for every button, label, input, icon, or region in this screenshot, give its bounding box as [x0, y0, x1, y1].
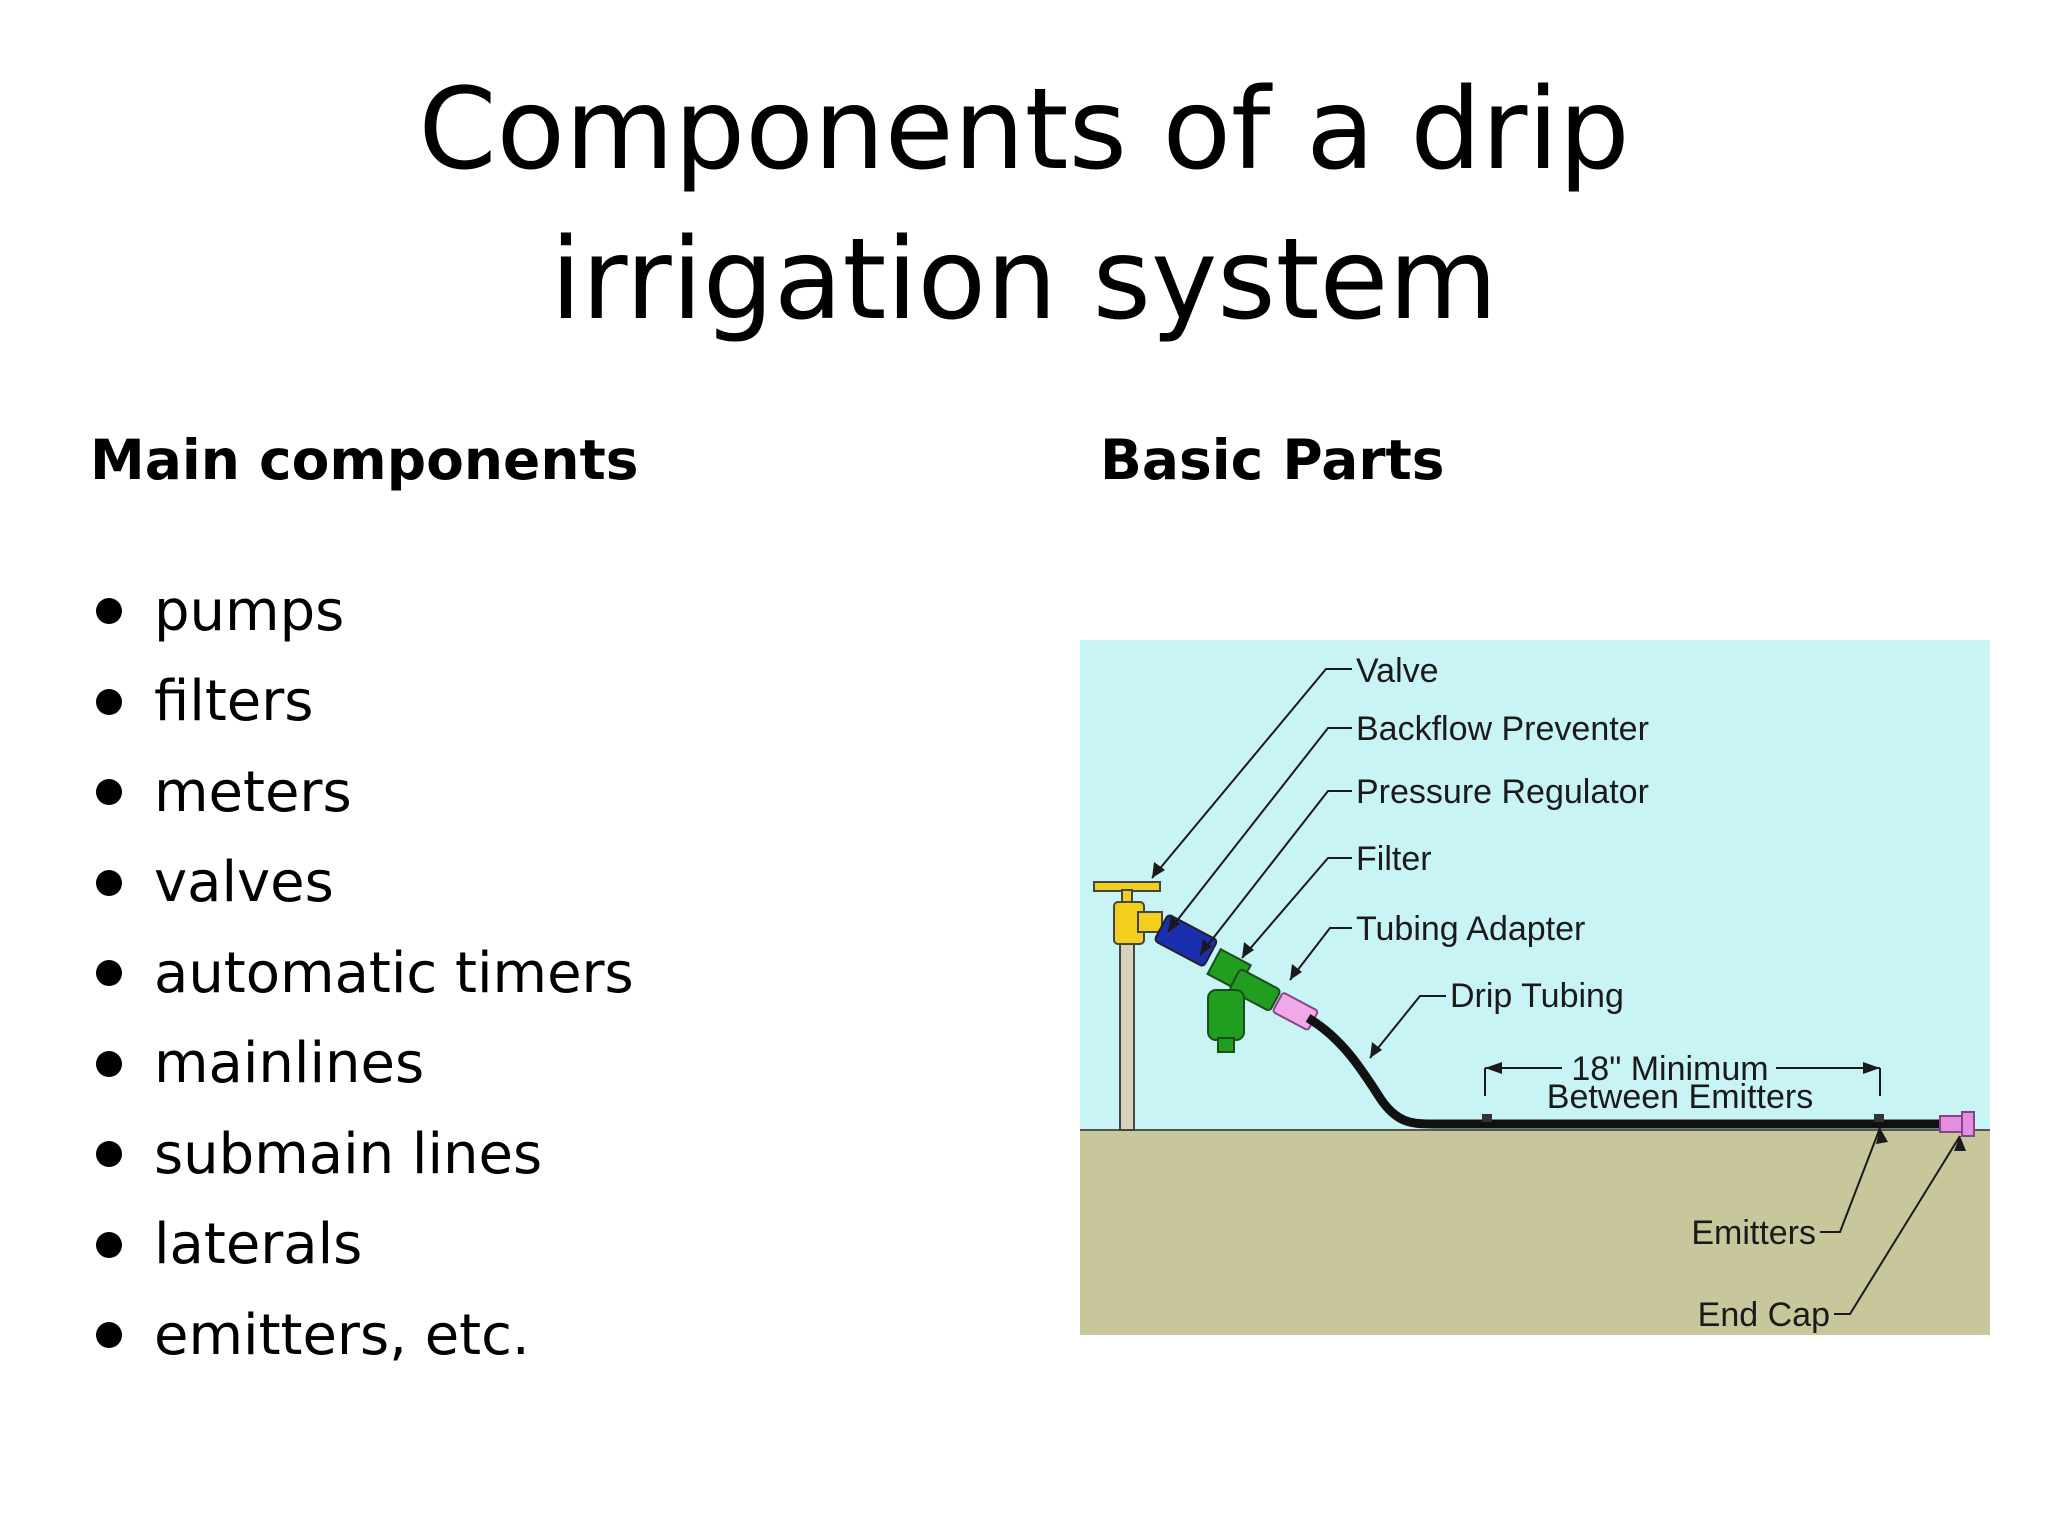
- list-item-text: emitters, etc.: [154, 1302, 530, 1368]
- list-item-text: valves: [154, 850, 334, 916]
- leader-lines: [1151, 668, 1961, 1315]
- drip-tubing-arrow: [1370, 1042, 1382, 1058]
- list-item: meters: [90, 747, 634, 838]
- tubing-adapter-label: Tubing Adapter: [1356, 910, 1585, 948]
- spacing-label-line2: Between Emitters: [1547, 1078, 1813, 1116]
- bullet-icon: [96, 1050, 122, 1077]
- filter-label: Filter: [1356, 840, 1432, 878]
- tubing-adapter-arrow: [1290, 964, 1302, 980]
- end-cap-arrow: [1954, 1136, 1966, 1151]
- slide-title: Components of a drip irrigation system: [0, 55, 2048, 355]
- pressure-regulator-leader: [1199, 790, 1352, 956]
- bullet-icon: [96, 779, 122, 806]
- drip-tubing-label: Drip Tubing: [1450, 977, 1624, 1015]
- list-item-text: meters: [154, 759, 352, 825]
- basic-parts-heading: Basic Parts: [1100, 428, 1445, 492]
- bullet-icon: [96, 1322, 122, 1349]
- ground-area: [1080, 1130, 1990, 1335]
- end-cap-label: End Cap: [1698, 1296, 1830, 1334]
- list-item-text: automatic timers: [154, 940, 634, 1006]
- list-item: filters: [90, 657, 634, 748]
- valve-leader: [1151, 668, 1352, 879]
- emitters-label: Emitters: [1691, 1214, 1816, 1252]
- list-item-text: filters: [154, 669, 314, 735]
- emitters-leader: [1820, 1127, 1881, 1233]
- slide-title-text: Components of a drip irrigation system: [418, 65, 1630, 345]
- main-components-list: pumps filters meters valves automatic ti…: [90, 566, 634, 1381]
- main-components-heading: Main components: [90, 428, 639, 492]
- valve-icon: [1093, 881, 1163, 945]
- drip-tubing: [1305, 1014, 1940, 1129]
- valve-label: Valve: [1356, 652, 1439, 690]
- bullet-icon: [96, 688, 122, 715]
- diagram-svg: Valve Backflow Preventer Pressure Regula…: [1080, 640, 1990, 1335]
- list-item: pumps: [90, 566, 634, 657]
- list-item: automatic timers: [90, 928, 634, 1019]
- list-item-text: laterals: [154, 1212, 363, 1278]
- valve-arrow: [1152, 862, 1165, 878]
- bullet-icon: [96, 869, 122, 896]
- bullet-icon: [96, 1141, 122, 1168]
- bullet-icon: [96, 1231, 122, 1258]
- list-item-text: submain lines: [154, 1121, 543, 1187]
- list-item-text: mainlines: [154, 1031, 425, 1097]
- filter-leader: [1241, 857, 1352, 959]
- spacing-arrows: [1485, 1062, 1880, 1074]
- list-item-text: pumps: [154, 578, 345, 644]
- end-cap-leader: [1834, 1135, 1961, 1315]
- backflow-preventer-label: Backflow Preventer: [1356, 710, 1649, 748]
- tubing-adapter-leader: [1289, 927, 1352, 981]
- riser-pipe: [1119, 939, 1135, 1131]
- emitter-icon: [1482, 1114, 1492, 1122]
- spacing-arrow-right: [1863, 1062, 1880, 1074]
- backflow-leader: [1167, 727, 1352, 933]
- end-cap-icon: [1939, 1111, 1975, 1137]
- list-item: valves: [90, 838, 634, 929]
- backflow-arrow: [1168, 916, 1180, 932]
- filter-arrow: [1242, 942, 1254, 958]
- drip-tubing-leader: [1369, 995, 1446, 1059]
- bullet-icon: [96, 960, 122, 987]
- arrowheads: [1152, 862, 1966, 1151]
- pressure-regulator-label: Pressure Regulator: [1356, 773, 1649, 811]
- emitter-icon: [1874, 1114, 1884, 1122]
- drip-irrigation-diagram: Valve Backflow Preventer Pressure Regula…: [1080, 640, 1990, 1335]
- spacing-arrow-left: [1485, 1062, 1502, 1074]
- spacing-label-line1: 18" Minimum: [1571, 1050, 1768, 1088]
- filter-icon: [1207, 969, 1281, 1053]
- list-item: mainlines: [90, 1019, 634, 1110]
- pressure-regulator-arrow: [1200, 939, 1212, 955]
- list-item: laterals: [90, 1200, 634, 1291]
- list-item: emitters, etc.: [90, 1290, 634, 1381]
- list-item: submain lines: [90, 1109, 634, 1200]
- emitters-arrow: [1876, 1128, 1888, 1144]
- bullet-icon: [96, 598, 122, 625]
